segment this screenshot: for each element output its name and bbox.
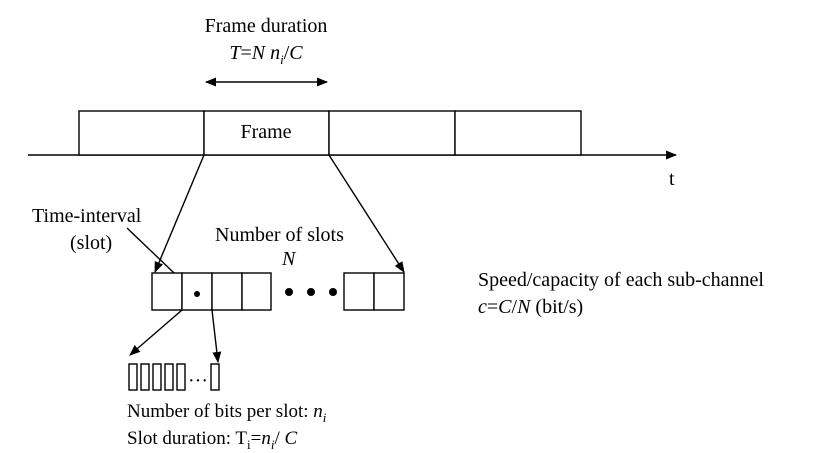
zoom-line-left — [154, 154, 205, 274]
frame-box-3 — [328, 110, 456, 156]
slot-box-1 — [151, 272, 183, 311]
slots-N-label: N — [281, 248, 297, 270]
frame-box-4 — [454, 110, 582, 156]
subchannel-capacity-formula: c=C/N (bit/s) — [478, 296, 583, 318]
bit-box-2 — [140, 363, 150, 391]
bit-box-5 — [176, 363, 186, 391]
bits-ellipsis: ··· — [188, 370, 208, 392]
slot-duration-text: Slot duration: Ti=ni/ C — [127, 428, 298, 452]
frame-box-1 — [78, 110, 205, 156]
bit-box-last — [210, 363, 220, 391]
slot-box-5 — [343, 272, 375, 311]
bit-box-1 — [128, 363, 138, 391]
slot-ellipsis-dot-2 — [307, 288, 315, 296]
slot-box-4 — [241, 272, 272, 311]
bits-zoom-line-right — [211, 309, 222, 364]
slot-marker-dot — [194, 291, 200, 297]
slot-label: (slot) — [70, 232, 112, 254]
subchannel-capacity-title: Speed/capacity of each sub-channel — [478, 269, 764, 291]
frame-duration-title: Frame duration — [205, 15, 328, 37]
bit-box-3 — [152, 363, 162, 391]
slot-box-6 — [373, 272, 405, 311]
slot-ellipsis-dot-1 — [285, 288, 293, 296]
frame-box-2 — [203, 110, 330, 156]
zoom-line-right — [328, 154, 405, 273]
time-interval-label: Time-interval — [32, 205, 142, 227]
bit-box-4 — [164, 363, 174, 391]
slot-box-3 — [211, 272, 243, 311]
bits-zoom-line-left — [129, 309, 183, 356]
bits-per-slot-text: Number of bits per slot: ni — [127, 401, 327, 425]
slot-ellipsis-dot-3 — [329, 288, 337, 296]
time-axis-label: t — [669, 168, 675, 190]
frame-label: Frame — [240, 121, 291, 143]
number-of-slots-label: Number of slots — [215, 224, 344, 246]
